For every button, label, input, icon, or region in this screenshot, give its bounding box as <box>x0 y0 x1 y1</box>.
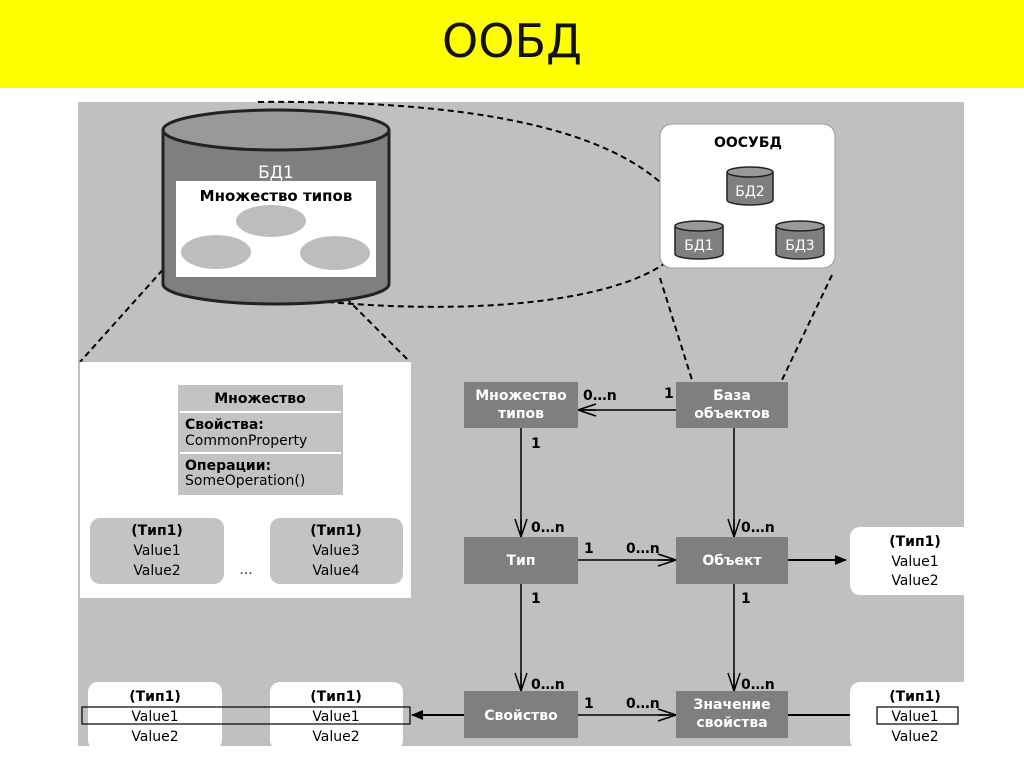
cardinality: 1 <box>664 386 674 402</box>
operation-name: SomeOperation() <box>185 473 305 489</box>
instance-card-a: (Тип1) Value1 Value2 <box>90 518 224 584</box>
ellipsis: ... <box>239 562 252 578</box>
card-value: Value2 <box>891 729 938 745</box>
property-name: CommonProperty <box>185 433 307 449</box>
entity-label: типов <box>498 406 544 422</box>
relationship-lines <box>514 403 741 722</box>
db1-small-cylinder: БД1 <box>674 220 724 260</box>
entity-label: База <box>713 388 751 404</box>
oodbms-title: ООСУБД <box>714 135 782 151</box>
card-value: Value2 <box>891 573 938 589</box>
card-value: Value2 <box>312 729 359 745</box>
entity-label: Множество <box>475 388 567 404</box>
entity-label: объектов <box>694 406 770 422</box>
cardinality-labels: 0…n 1 1 0…n 0…n 1 0…n 1 1 0…n 0…n 1 0…n <box>531 386 775 712</box>
card-value: Value2 <box>133 563 180 579</box>
db1-label: БД1 <box>258 163 294 183</box>
card-type: (Тип1) <box>310 689 362 705</box>
card-type: (Тип1) <box>889 534 941 550</box>
cardinality: 0…n <box>626 696 660 712</box>
entity-object-base: База объектов <box>676 382 788 428</box>
entity-property-value: Значение свойства <box>676 691 788 738</box>
db2-cylinder: БД2 <box>726 166 774 206</box>
operations-label: Операции: <box>185 458 271 474</box>
title-bar <box>0 0 1024 88</box>
card-value: Value1 <box>312 709 359 725</box>
properties-label: Свойства: <box>185 417 264 433</box>
type-ellipse <box>181 235 251 269</box>
instance-card-b: (Тип1) Value3 Value4 <box>270 518 403 584</box>
property-instance-card-d: (Тип1) Value1 Value2 <box>270 682 403 750</box>
entity-object: Объект <box>676 537 788 584</box>
slide-title: ООБД <box>442 14 582 68</box>
highlighted-value-row <box>81 706 411 725</box>
class-box: Множество Свойства: CommonProperty Опера… <box>178 385 343 495</box>
card-type: (Тип1) <box>310 523 362 539</box>
cardinality: 1 <box>531 436 541 452</box>
cardinality: 0…n <box>531 520 565 536</box>
entity-label: свойства <box>696 715 767 731</box>
card-value: Value1 <box>891 554 938 570</box>
cardinality: 0…n <box>531 677 565 693</box>
cardinality: 0…n <box>626 541 660 557</box>
db3-label: БД3 <box>785 238 814 254</box>
cardinality: 1 <box>584 696 594 712</box>
entity-label: Тип <box>506 553 535 569</box>
cardinality: 1 <box>584 541 594 557</box>
cardinality: 0…n <box>583 388 617 404</box>
object-instance-card: (Тип1) Value1 Value2 <box>850 527 980 595</box>
db1-cylinder: БД1 Множество типов <box>161 108 391 306</box>
db1-small-label: БД1 <box>684 238 713 254</box>
entity-label: Значение <box>693 697 770 713</box>
type-ellipse <box>236 205 306 237</box>
entity-property: Свойство <box>464 691 578 738</box>
cardinality: 0…n <box>741 520 775 536</box>
db2-label: БД2 <box>735 184 764 200</box>
card-value: Value3 <box>312 543 359 559</box>
card-value: Value1 <box>131 709 178 725</box>
type-ellipse <box>300 236 370 270</box>
entity-label: Свойство <box>484 708 558 724</box>
type-set-label: Множество типов <box>200 187 353 205</box>
value-instance-card: (Тип1) Value1 Value2 <box>850 682 980 750</box>
card-value: Value1 <box>891 709 938 725</box>
cardinality: 0…n <box>741 677 775 693</box>
entity-type-set: Множество типов <box>464 382 578 428</box>
class-name: Множество <box>214 391 306 407</box>
card-type: (Тип1) <box>889 689 941 705</box>
entity-type: Тип <box>464 537 578 584</box>
card-value: Value4 <box>312 563 359 579</box>
cardinality: 1 <box>531 591 541 607</box>
property-instance-card-c: (Тип1) Value1 Value2 <box>88 682 222 750</box>
db3-cylinder: БД3 <box>775 220 825 260</box>
card-type: (Тип1) <box>129 689 181 705</box>
card-value: Value2 <box>131 729 178 745</box>
entity-label: Объект <box>702 553 762 569</box>
card-value: Value1 <box>133 543 180 559</box>
card-type: (Тип1) <box>131 523 183 539</box>
cardinality: 1 <box>741 591 751 607</box>
oodbms-box: ООСУБД БД2 БД1 БД3 <box>659 123 836 269</box>
highlighted-value-frame <box>876 706 959 725</box>
